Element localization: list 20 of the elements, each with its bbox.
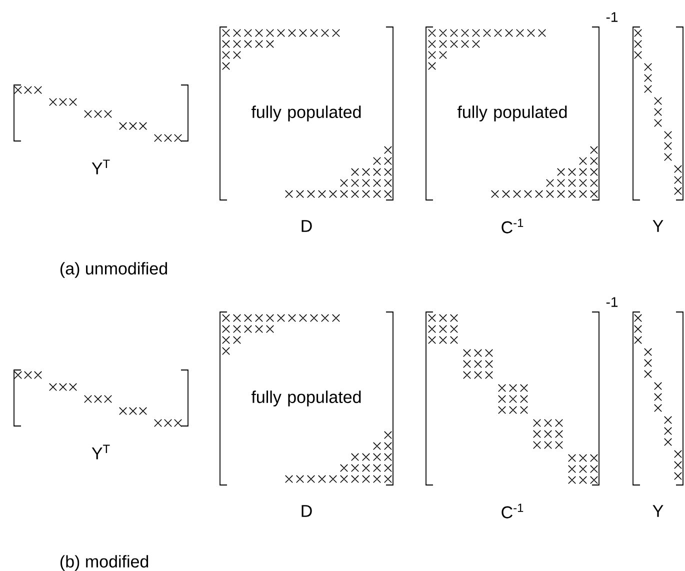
exponent-label: -1 bbox=[606, 12, 618, 22]
matrix bbox=[426, 312, 600, 486]
matrix: fully populated bbox=[220, 26, 394, 200]
matrix bbox=[14, 84, 188, 142]
exponent-label: -1 bbox=[606, 297, 618, 307]
matrix bbox=[632, 312, 684, 486]
matrix-label: D bbox=[302, 220, 312, 232]
matrix-label: C$^{-1}$ bbox=[502, 218, 524, 234]
matrix-label: Y bbox=[652, 220, 664, 232]
panel-caption: (a) unmodified bbox=[60, 262, 167, 278]
matrix-label: C$^{-1}$ bbox=[502, 504, 524, 518]
matrix-label: Y bbox=[652, 505, 664, 517]
matrix-label: Y$^{T}$ bbox=[92, 160, 110, 174]
matrix bbox=[14, 370, 188, 427]
panel-caption: (b) modified bbox=[60, 555, 148, 571]
matrix bbox=[632, 26, 684, 200]
matrix: fully populated bbox=[220, 312, 394, 486]
matrix: fully populated bbox=[426, 26, 600, 200]
matrix-label: D bbox=[302, 505, 312, 517]
matrix-label: Y$^{T}$ bbox=[92, 444, 110, 460]
